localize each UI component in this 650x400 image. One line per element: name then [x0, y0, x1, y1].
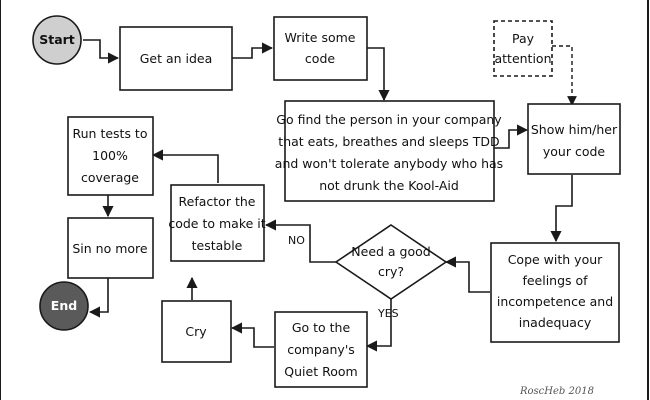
sin-no-more-label: Sin no more	[72, 241, 148, 256]
edge-payattention-show	[552, 45, 577, 106]
write-code-box: Write some code	[273, 16, 368, 81]
cope-line-1: Cope with your	[508, 252, 603, 267]
get-idea-label: Get an idea	[140, 51, 213, 66]
start-label: Start	[39, 32, 75, 47]
refactor-line-1: Refactor the	[179, 194, 256, 209]
edge-getidea-write	[232, 42, 274, 59]
edge-cope-decision	[444, 256, 490, 293]
cry-box: Cry	[161, 300, 232, 363]
quiet-room-line-1: Go to the	[292, 320, 351, 335]
edge-label-yes: YES	[377, 307, 399, 320]
sin-no-more-box: Sin no more	[67, 217, 154, 279]
cope-line-2: feelings of	[522, 273, 588, 288]
pay-attention-line-1: Pay	[512, 31, 535, 46]
pay-attention-line-2: attention	[494, 51, 551, 66]
run-tests-line-2: 100%	[92, 148, 128, 163]
refactor-box: Refactor the code to make it testable	[168, 184, 266, 262]
end-node: End	[39, 281, 89, 331]
cope-line-4: inadequacy	[519, 315, 592, 330]
run-tests-line-1: Run tests to	[73, 126, 148, 141]
decision-line-2: cry?	[378, 264, 404, 279]
write-code-line-1: Write some	[284, 30, 355, 45]
show-code-line-1: Show him/her	[531, 122, 618, 137]
edge-decision-quietroom-yes	[365, 298, 392, 352]
edge-write-find	[367, 47, 390, 102]
cope-line-3: incompetence and	[497, 294, 613, 309]
signature: RoscHeb 2018	[519, 386, 594, 397]
find-person-line-4: not drunk the Kool-Aid	[319, 178, 459, 193]
end-label: End	[51, 298, 77, 313]
edge-decision-refactor-no	[264, 219, 336, 263]
quiet-room-line-2: company's	[287, 342, 355, 357]
start-node: Start	[32, 15, 82, 65]
run-tests-box: Run tests to 100% coverage	[67, 116, 154, 196]
run-tests-line-3: coverage	[81, 170, 139, 185]
cry-label: Cry	[185, 324, 207, 339]
find-person-line-3: and won't tolerate anybody who has	[275, 156, 503, 171]
edge-sin-end	[88, 278, 109, 318]
decision-line-1: Need a good	[351, 244, 430, 259]
decision-diamond: Need a good cry?	[334, 224, 448, 300]
quiet-room-line-3: Quiet Room	[284, 364, 357, 379]
edge-find-show	[494, 124, 529, 149]
write-code-line-2: code	[305, 51, 335, 66]
find-person-line-2: that eats, breathes and sleeps TDD	[278, 134, 499, 149]
cope-box: Cope with your feelings of incompetence …	[490, 242, 620, 343]
show-code-line-2: your code	[543, 144, 606, 159]
edge-start-getidea	[83, 39, 120, 64]
edge-label-no: NO	[288, 234, 305, 247]
get-idea-box: Get an idea	[119, 26, 233, 91]
edge-refactor-runtests	[151, 149, 219, 183]
show-code-box: Show him/her your code	[527, 103, 621, 175]
find-person-line-1: Go find the person in your company	[276, 112, 502, 127]
find-person-box: Go find the person in your company that …	[275, 100, 503, 202]
edge-show-cope	[550, 175, 573, 243]
quiet-room-box: Go to the company's Quiet Room	[274, 311, 368, 388]
edge-quietroom-cry	[230, 322, 274, 348]
refactor-line-3: testable	[192, 238, 243, 253]
refactor-line-2: code to make it	[168, 216, 265, 231]
pay-attention-box: Pay attention	[493, 20, 553, 77]
